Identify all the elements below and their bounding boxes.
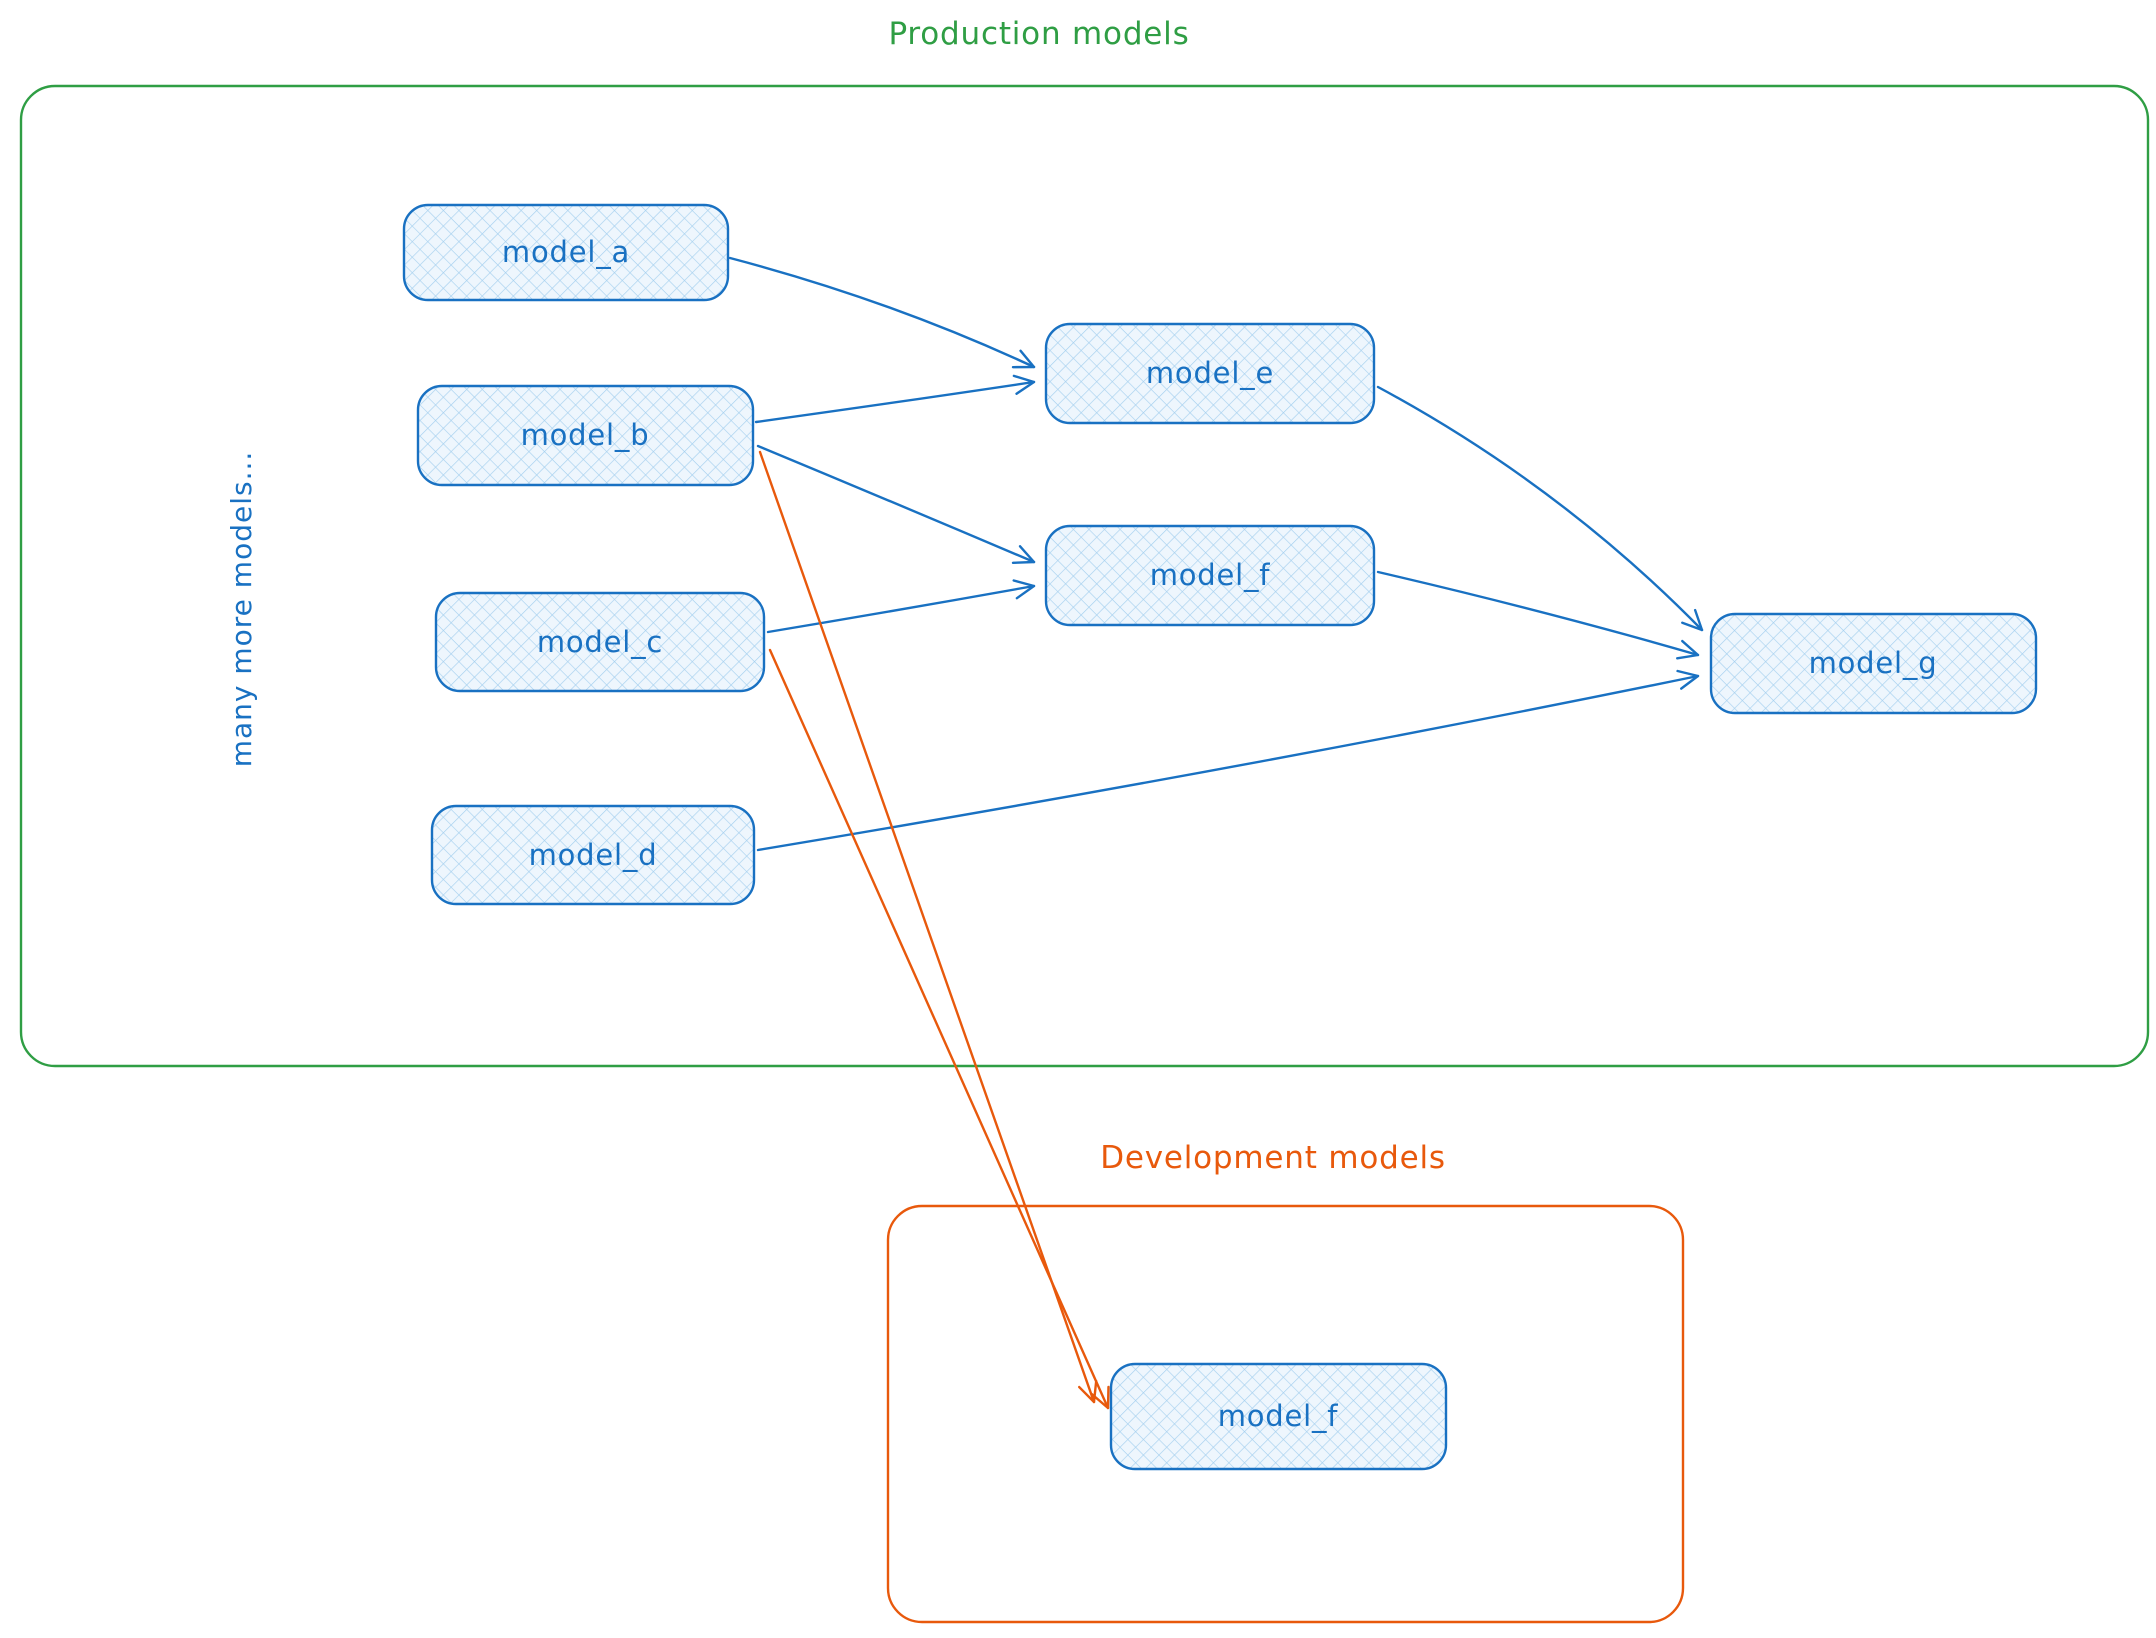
production-group-title: Production models: [888, 16, 1189, 52]
node-model-d-box: [430, 804, 756, 906]
node-model-f-box: [1044, 524, 1376, 627]
node-model-a: model_a: [402, 203, 730, 302]
node-model-c-box: [434, 591, 766, 693]
node-model-a-box: [402, 203, 730, 302]
node-model-b-box: [416, 384, 755, 487]
production-group-box: [19, 84, 2150, 1068]
edge-model-d-to-model-g: [756, 669, 1700, 852]
edge-model-e-to-model-g: [1376, 385, 1704, 632]
node-model-c: model_c: [434, 591, 766, 693]
node-model-a-label: model_a: [502, 235, 630, 269]
node-dev-model-f-box: [1109, 1362, 1448, 1471]
node-model-b: model_b: [416, 384, 755, 487]
node-model-g-label: model_g: [1809, 646, 1938, 680]
node-model-d-label: model_d: [529, 838, 658, 872]
edge-model-c-to-dev-model-f: [768, 648, 1110, 1410]
node-model-b-label: model_b: [521, 418, 650, 452]
many-more-models-note: many more models...: [225, 451, 258, 768]
node-model-e-box: [1044, 322, 1376, 425]
node-model-f-label: model_f: [1150, 558, 1271, 592]
edge-model-b-to-model-f: [756, 444, 1036, 565]
edge-model-a-to-model-e: [728, 256, 1036, 369]
node-model-e: model_e: [1044, 322, 1376, 425]
node-dev-model-f-label: model_f: [1218, 1399, 1339, 1433]
edge-model-c-to-model-f: [766, 579, 1036, 634]
node-model-c-label: model_c: [537, 625, 663, 659]
node-model-g-box: [1709, 612, 2038, 715]
development-group-title: Development models: [1100, 1140, 1446, 1176]
edge-model-b-to-model-e: [754, 374, 1036, 424]
edge-model-b-to-dev-model-f: [758, 450, 1098, 1404]
development-group-box: [886, 1204, 1685, 1624]
node-model-d: model_d: [430, 804, 756, 906]
node-model-e-label: model_e: [1146, 356, 1274, 390]
edge-model-f-to-model-g: [1376, 570, 1700, 660]
node-dev-model-f: model_f: [1109, 1362, 1448, 1471]
node-model-f: model_f: [1044, 524, 1376, 627]
node-model-g: model_g: [1709, 612, 2038, 715]
